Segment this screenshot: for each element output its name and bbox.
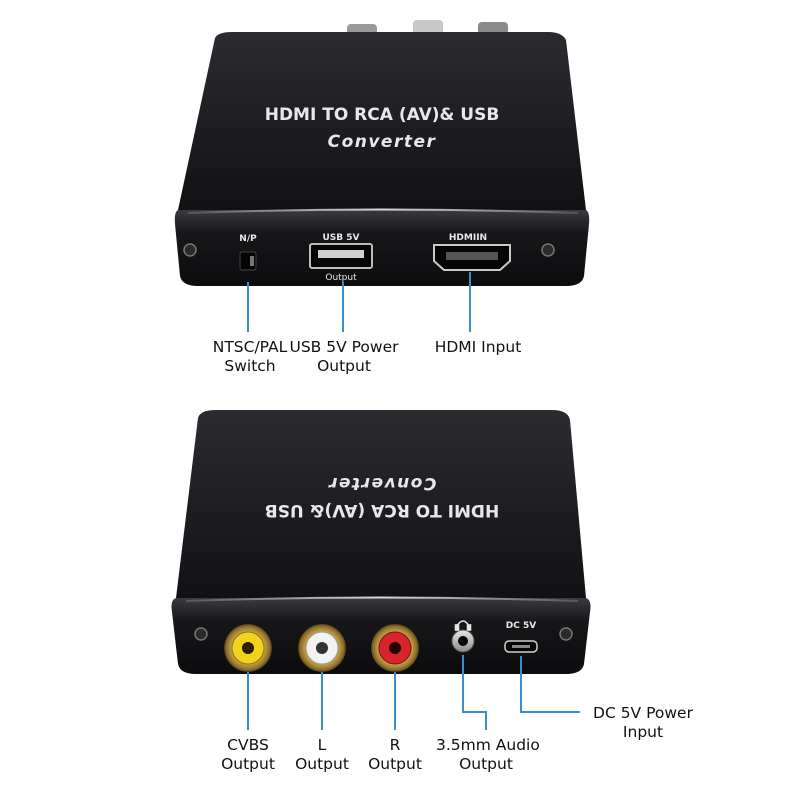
screw-icon: [541, 243, 555, 257]
edge-highlight: [187, 208, 579, 214]
top-face: [176, 410, 586, 598]
callout-r: R Output: [359, 736, 431, 774]
callout-line: CVBS: [227, 736, 269, 754]
top-leader-lines: [247, 272, 471, 332]
front-panel: [174, 210, 590, 286]
callout-line: Output: [221, 755, 275, 773]
callout-line: L: [317, 736, 327, 754]
callout-line: Switch: [224, 357, 276, 375]
screw-icon: [183, 243, 197, 257]
bottom-device-subtitle: Converter: [327, 473, 436, 493]
callout-line: Output: [295, 755, 349, 773]
callout-line: USB 5V Power: [289, 338, 399, 356]
top-face: [178, 32, 586, 210]
callout-cvbs: CVBS Output: [212, 736, 284, 774]
callout-line: 3.5mm Audio: [436, 736, 540, 754]
bottom-device-title: HDMI TO RCA (AV)& USB: [265, 500, 500, 520]
usb-port-tongue: [318, 250, 364, 258]
edge-highlight: [185, 596, 579, 602]
usb-output-label: Output: [325, 273, 357, 283]
top-device-title: HDMI TO RCA (AV)& USB: [265, 105, 500, 125]
leader-line-dc: [520, 656, 580, 713]
hdmi-label: HDMIIN: [449, 233, 487, 243]
callout-line: R: [389, 736, 401, 754]
callout-line: DC 5V Power: [593, 704, 693, 722]
callout-line: Output: [368, 755, 422, 773]
audio-jack: [451, 629, 475, 653]
callout-l: L Output: [286, 736, 358, 774]
leader-line-audio: [462, 655, 487, 730]
callout-line: NTSC/PAL: [212, 338, 288, 356]
screw-icon: [194, 627, 208, 641]
callout-ntsc-pal: NTSC/PAL Switch: [198, 338, 302, 376]
np-switch-knob: [250, 256, 254, 266]
rca-jack-cvbs: [224, 624, 272, 672]
rca-jack-r: [371, 624, 419, 672]
callout-dc-power: DC 5V Power Input: [584, 704, 702, 742]
top-device: [174, 20, 590, 286]
bottom-leader-lines: [247, 655, 580, 730]
headphone-icon: [454, 620, 472, 631]
dc-port-tongue: [512, 645, 530, 648]
dc-label: DC 5V: [506, 621, 536, 631]
bottom-device: [171, 410, 591, 674]
hdmi-port-pins: [446, 252, 498, 260]
callout-audio: 3.5mm Audio Output: [436, 736, 540, 774]
callout-line: HDMI Input: [434, 338, 522, 356]
callout-usb-power: USB 5V Power Output: [288, 338, 400, 376]
np-label: N/P: [239, 234, 257, 244]
callout-line: Output: [459, 755, 513, 773]
top-device-subtitle: Converter: [328, 132, 437, 152]
bottom-device-labels: HDMI TO RCA (AV)& USB Converter: [265, 473, 500, 520]
top-device-labels: HDMI TO RCA (AV)& USB Converter N/P USB …: [239, 105, 499, 283]
callout-line: Input: [622, 723, 664, 741]
screw-icon: [559, 627, 573, 641]
usb-label: USB 5V: [322, 233, 359, 243]
rca-jack-l: [298, 624, 346, 672]
callout-hdmi-input: HDMI Input: [426, 338, 530, 357]
callout-line: Output: [317, 357, 371, 375]
